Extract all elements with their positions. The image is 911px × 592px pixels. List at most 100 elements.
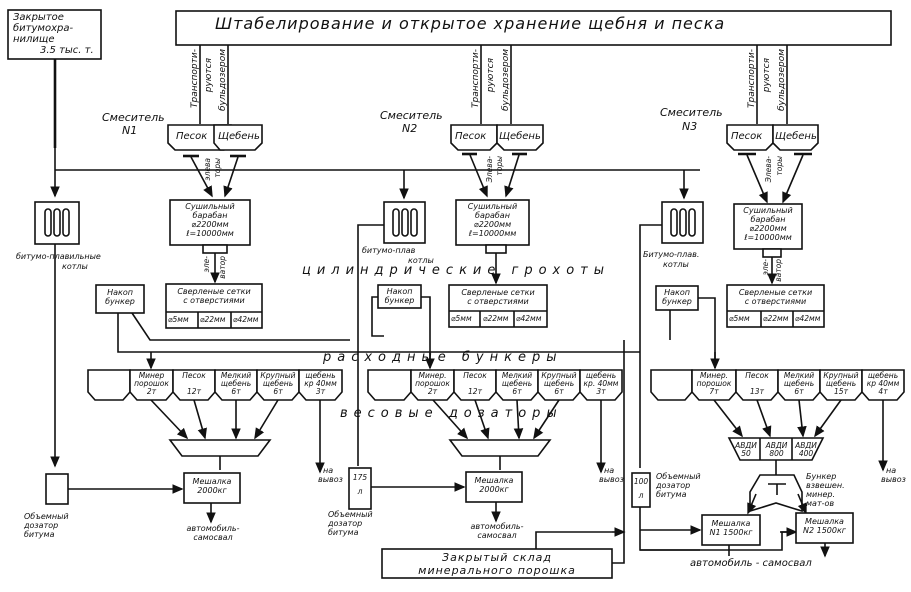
hopper: Песок 13т — [745, 371, 769, 396]
mixer-3-dryer-elevator-a: эле- — [761, 259, 770, 276]
mixer-1-sand-bin: Песок — [176, 131, 208, 142]
mixer-3-elevator-a: Элева- — [764, 156, 773, 183]
mixer-2-screen-22: ⌀22мм — [483, 314, 509, 323]
section-label-hoppers: расходные бункеры — [323, 350, 563, 365]
mixer-3-melter-label: Битумо-плав. — [643, 250, 700, 259]
bitumen-storage-box — [7, 9, 102, 60]
mixer-3-screen-42: ⌀42мм — [795, 314, 821, 323]
mixer-3-unit — [631, 124, 905, 558]
transport-label-2b: руются — [486, 58, 496, 93]
mixer-3-title: Смеситель — [660, 106, 723, 119]
mixer-3-dryer-elevator-b: ватор — [774, 259, 783, 282]
aggregate-storage-box — [175, 10, 892, 46]
mixer-2-melter-label-2: котлы — [408, 256, 434, 265]
transport-lines — [199, 45, 788, 124]
mixer-1-title: Смеситель — [102, 111, 165, 124]
mixer-2-gravel-bin: Щебень — [499, 131, 541, 142]
mixer-1-dryer-elevator-b: ватор — [218, 256, 227, 279]
mixer-1-dryer-elevator-a: эле- — [202, 256, 211, 273]
transport-label-1b: руются — [204, 58, 214, 93]
mixer-2-elevator-a: Элева- — [485, 156, 494, 183]
mixer-1-screen-22: ⌀22мм — [200, 315, 226, 324]
mixer-2-melter-label: битумо-плав — [362, 246, 416, 255]
mixer-3-truck: автомобиль - самосвал — [690, 558, 812, 569]
mixer-2-elevator-b: торы — [495, 156, 504, 176]
mixer-2-title: Смеситель — [380, 109, 443, 122]
mixer-1-screen-42: ⌀42мм — [233, 315, 259, 324]
mixer-3-melter-label-2: котлы — [663, 260, 689, 269]
mixer-1-gravel-bin: Щебень — [218, 131, 260, 142]
aggregate-storage-title: Штабелирование и открытое хранение щебня… — [215, 14, 726, 33]
mixer-3-sand-bin: Песок — [731, 131, 763, 142]
mixer-3-elevator-b: торы — [775, 156, 784, 176]
mixer-1-truck: автомобиль-самосвал — [186, 524, 240, 542]
mixer-1-screen-5: ⌀5мм — [168, 315, 189, 324]
hopper: Песок 12т — [182, 371, 206, 396]
mixer-2-screen-5: ⌀5мм — [451, 314, 472, 323]
mixer-2-truck: автомобиль-самосвал — [470, 522, 524, 540]
mixer-1-melter-label: битумо-плавильные — [16, 252, 101, 261]
transport-label-1a: Транспорти- — [190, 49, 200, 109]
mixer-1-melter-label-2: котлы — [62, 262, 88, 271]
transport-label-3b: руются — [762, 58, 772, 93]
transport-label-2c: бульдозером — [501, 49, 511, 111]
section-label-screens: цилиндрические грохоты — [302, 263, 611, 278]
mixer-3-screen-22: ⌀22мм — [763, 314, 789, 323]
mixer-3-screen-5: ⌀5мм — [729, 314, 750, 323]
mixer-1-elevator-b: торы — [213, 158, 222, 178]
mixer-3-number: N3 — [682, 120, 698, 133]
mixer-2-sand-bin: Песок — [455, 131, 487, 142]
mixer-2-screen-42: ⌀42мм — [516, 314, 542, 323]
transport-label-3a: Транспорти- — [747, 49, 757, 109]
mixer-1-elevator-a: элева — [203, 158, 212, 181]
section-label-dosers: весовые дозаторы — [340, 406, 563, 421]
mixer-3-gravel-bin: Щебень — [775, 131, 817, 142]
mixer-1-unit — [34, 124, 640, 524]
transport-label-3c: бульдозером — [777, 49, 787, 111]
mixer-2-number: N2 — [402, 122, 418, 135]
transport-label-1c: бульдозером — [218, 49, 228, 111]
hopper: Песок 12т — [463, 371, 487, 396]
mixer-1-number: N1 — [122, 124, 138, 137]
mixer-2-unit — [348, 124, 626, 579]
